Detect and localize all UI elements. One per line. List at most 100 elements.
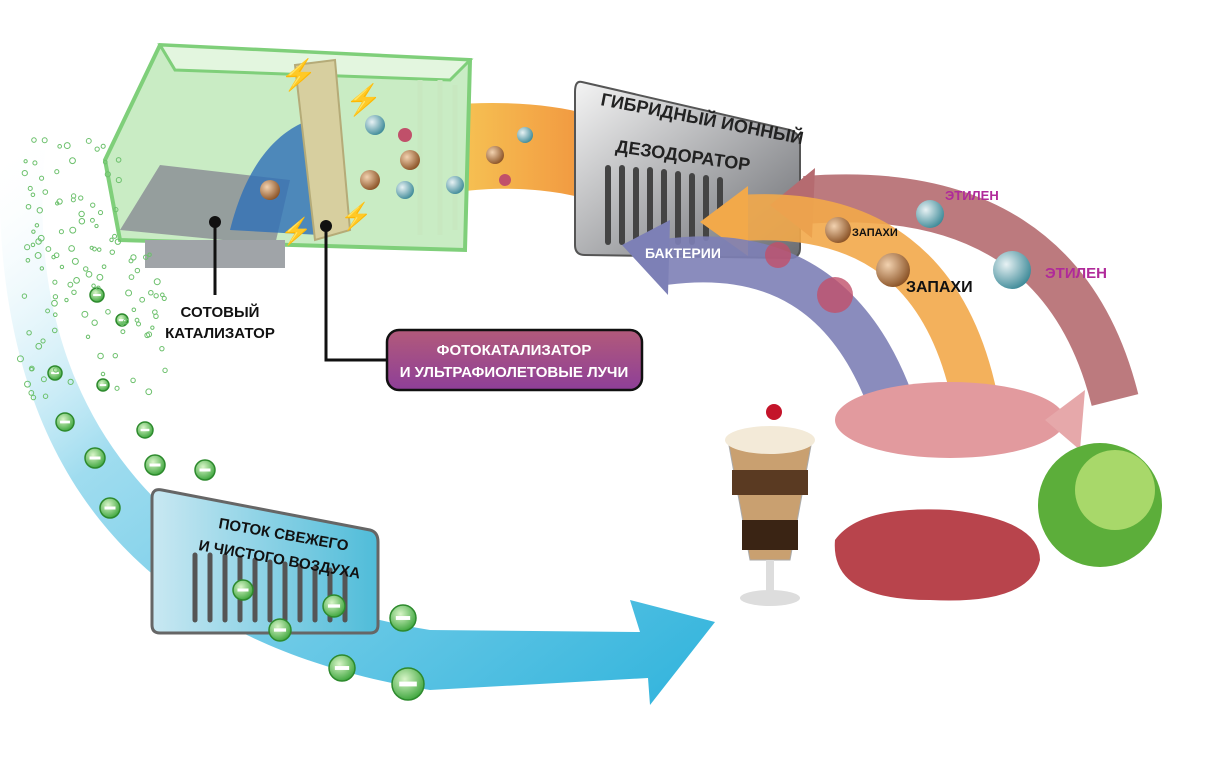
spray-dot [125, 289, 133, 297]
spray-dot [112, 233, 118, 239]
spray-dot [25, 203, 32, 210]
spray-dot [115, 157, 122, 163]
spray-dot [57, 144, 62, 149]
negative-ion-icon [96, 378, 110, 392]
label-line: СОТОВЫЙ [181, 303, 260, 321]
spray-dot [120, 321, 125, 326]
spray-dot [144, 332, 151, 339]
spray-dot [26, 330, 32, 336]
bacteria-label: БАКТЕРИИ [645, 245, 721, 261]
spray-dot [40, 338, 46, 344]
spray-dot [128, 274, 135, 280]
spray-dot [150, 325, 155, 330]
spray-dot [162, 367, 168, 374]
spray-dot [30, 242, 36, 248]
spray-dot [68, 245, 75, 252]
spray-dot [21, 169, 28, 177]
ethylene-label: ЭТИЛЕН [1045, 265, 1107, 282]
spray-dot [55, 201, 60, 206]
spray-dot [51, 327, 58, 334]
negative-ion-icon [268, 618, 292, 642]
negative-ions [47, 287, 425, 701]
spray-dot [51, 254, 56, 260]
cabbage [1038, 443, 1162, 567]
spray-dot [120, 329, 126, 335]
spray-dot [67, 378, 74, 385]
spray-dot [39, 175, 45, 181]
spray-dot [123, 318, 130, 325]
bacteria-arrow [622, 220, 912, 409]
spray-dot [35, 342, 43, 350]
spray-dot [23, 159, 28, 164]
spray-dot [90, 202, 96, 208]
spray-dot [67, 281, 74, 288]
spray-dot [96, 247, 102, 252]
spray-dot [109, 237, 114, 243]
spray-dot [97, 352, 104, 360]
spray-dot [96, 273, 104, 281]
catalyst-unit: ⚡ ⚡ ⚡ ⚡ [102, 42, 474, 268]
spray-dot [36, 207, 43, 214]
spray-dot [104, 171, 111, 178]
spray-dot [78, 210, 85, 218]
spray-dot [78, 217, 86, 225]
negative-ion-icon [144, 454, 166, 476]
spray-dot [29, 366, 34, 372]
lightning-icon: ⚡ [280, 57, 317, 93]
spray-dot [28, 390, 35, 396]
spray-dot [112, 352, 118, 359]
spray-dot [31, 229, 36, 234]
spray-dot [31, 137, 37, 143]
lightning-icon: ⚡ [345, 82, 382, 118]
odor-particle-icon [825, 217, 851, 243]
spray-dot [45, 308, 51, 314]
spray-dot [83, 266, 89, 272]
spray-dot [24, 244, 31, 251]
spray-dot [136, 321, 142, 327]
spray-dot [16, 355, 24, 363]
spray-dot [89, 217, 95, 223]
bacteria-label: БАКТЕРИИ [718, 304, 794, 320]
spray-dot [41, 137, 48, 144]
spray-dot [42, 393, 49, 399]
lightning-icon: ⚡ [340, 201, 372, 232]
spray-dot [128, 258, 134, 264]
spray-dot [40, 376, 47, 383]
spray-dot [160, 292, 165, 298]
spray-dot [145, 388, 153, 396]
bacteria-icon [817, 277, 853, 313]
negative-ion-icon [115, 313, 129, 327]
bacteria-icon [765, 242, 791, 268]
spray-dot [91, 283, 96, 289]
spray-dot [100, 143, 106, 149]
spray-dot [45, 246, 52, 252]
spray-dot [115, 177, 122, 184]
negative-ion-icon [136, 421, 154, 439]
spray-dot [114, 238, 121, 245]
spray-dot [101, 264, 107, 270]
spray-dot [25, 257, 31, 263]
label-line: КАТАЛИЗАТОР [165, 325, 275, 342]
spray-dot [85, 270, 93, 278]
spray-dot [52, 294, 59, 300]
negative-ion-icon [322, 594, 346, 618]
spray-dot [159, 346, 165, 352]
spray-dot [92, 246, 97, 252]
particles-top [260, 115, 533, 200]
odors-label: ЗАПАХИ [906, 279, 973, 296]
ion-spray-dots [16, 137, 168, 401]
spray-dot [85, 137, 92, 144]
spray-dot [102, 159, 108, 165]
spray-dot [85, 334, 91, 340]
spray-dot [63, 142, 71, 150]
spray-dot [153, 313, 159, 319]
spray-dot [69, 157, 76, 165]
photocatalyst-panel [293, 58, 352, 242]
negative-ion-icon [99, 497, 121, 519]
spray-dot [91, 319, 98, 326]
lightning-icon: ⚡ [280, 216, 312, 247]
label-line: И УЛЬТРАФИОЛЕТОВЫЕ ЛУЧИ [400, 364, 629, 381]
spray-dot [78, 195, 84, 201]
